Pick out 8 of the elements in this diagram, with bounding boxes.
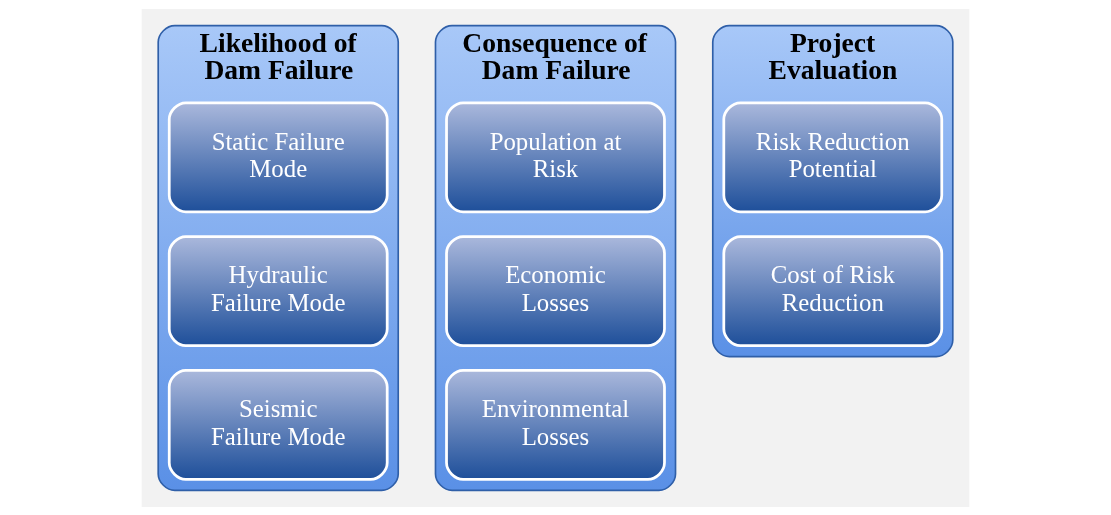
node-box: Environmental Losses	[445, 368, 666, 481]
node-box: Population at Risk	[445, 100, 666, 213]
node-box: Cost of Risk Reduction	[722, 234, 944, 347]
node-box: Risk Reduction Potential	[722, 100, 944, 213]
node-box: Economic Losses	[445, 234, 666, 347]
node-box: Hydraulic Failure Mode	[167, 234, 389, 347]
node-box: Static Failure Mode	[167, 100, 389, 213]
node-box: Seismic Failure Mode	[167, 368, 389, 481]
